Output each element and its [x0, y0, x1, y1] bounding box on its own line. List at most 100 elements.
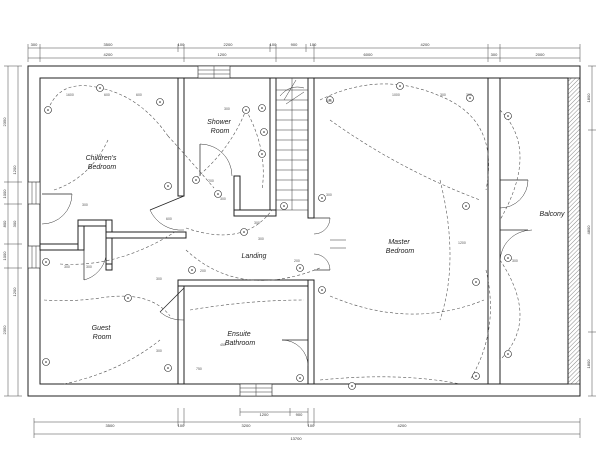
left-dim-6: 1200 — [12, 165, 17, 175]
light-fixture — [472, 278, 480, 286]
light-fixture — [242, 106, 250, 114]
light-fixture — [280, 202, 288, 210]
fixture-note: 600 — [104, 93, 110, 97]
fixture-note: 1000 — [392, 93, 400, 97]
light-fixture — [188, 266, 196, 274]
electrical-fixtures — [42, 82, 512, 390]
room-label-line: Shower — [207, 119, 231, 126]
light-fixture — [348, 382, 356, 390]
fixture-note: 300 — [326, 193, 332, 197]
light-fixture — [164, 182, 172, 190]
top-dim-8: 6000 — [364, 52, 374, 57]
room-label-line: Room — [211, 128, 230, 135]
light-fixture — [296, 264, 304, 272]
left-dim-3: 800 — [2, 220, 7, 227]
fixture-note: 200 — [294, 259, 300, 263]
left-dimensions: 2350 1000 800 1000 2350 1200 1200 300 — [2, 65, 22, 397]
right-dimensions: 1800 4800 1800 — [586, 65, 596, 397]
bottom-dim-5: 3200 — [242, 423, 252, 428]
light-fixture — [124, 294, 132, 302]
light-fixture — [504, 254, 512, 262]
light-fixture — [326, 96, 334, 104]
room-label-balcony: Balcony — [540, 211, 565, 218]
left-dim-4: 1000 — [2, 251, 7, 261]
top-dim-1: 300 — [31, 42, 38, 47]
left-dim-2: 1000 — [2, 189, 7, 199]
doors — [41, 143, 533, 367]
door-balcony-bottom — [499, 229, 533, 263]
bottom-dim-1: 1200 — [260, 412, 270, 417]
fixture-note: 300 — [220, 197, 226, 201]
room-label-line: Master — [388, 239, 410, 246]
light-fixture — [240, 228, 248, 236]
fixture-note: 1600 — [66, 93, 74, 97]
top-dim-13: 4200 — [421, 42, 431, 47]
fixture-note: 750 — [196, 367, 202, 371]
light-fixture — [504, 112, 512, 120]
right-dim-3: 1800 — [586, 359, 591, 369]
right-dim-1: 1800 — [586, 93, 591, 103]
left-dim-8: 300 — [12, 220, 17, 227]
door-childrens-cupboard — [41, 193, 73, 225]
room-label-guest-room: Guest Room — [92, 325, 113, 341]
room-label-line: Room — [93, 334, 112, 341]
door-ensuite — [281, 339, 309, 367]
room-label-ensuite-bathroom: Ensuite Bathroom — [225, 331, 256, 347]
room-label-line: Guest — [92, 325, 112, 332]
light-fixture — [318, 194, 326, 202]
light-fixture — [318, 286, 326, 294]
top-dim-7: 100 — [310, 42, 317, 47]
top-dim-3: 100 — [178, 42, 185, 47]
light-fixture — [96, 84, 104, 92]
fixture-note: 1200 — [458, 241, 466, 245]
light-fixture — [462, 202, 470, 210]
windows — [27, 65, 273, 397]
fixture-note: 300 — [440, 93, 446, 97]
door-guest-cupboard — [83, 250, 107, 281]
fixture-note: 200 — [208, 179, 214, 183]
fixture-note: 300 — [258, 237, 264, 241]
bottom-dim-2: 900 — [296, 412, 303, 417]
room-label-line: Landing — [242, 253, 267, 260]
top-dim-5: 100 — [270, 42, 277, 47]
door-guest-room — [159, 287, 185, 321]
room-label-line: Bedroom — [386, 248, 415, 255]
light-fixture — [472, 372, 480, 380]
bottom-dim-3: 3500 — [106, 423, 116, 428]
bottom-dim-6: 100 — [308, 423, 315, 428]
door-balcony-top — [499, 179, 529, 209]
light-fixture — [214, 190, 222, 198]
right-dim-2: 4800 — [586, 225, 591, 235]
room-label-master-bedroom: Master Bedroom — [386, 239, 415, 255]
bottom-dimensions: 1200 900 3500 100 3200 100 4200 13700 — [33, 408, 581, 441]
light-fixture — [156, 98, 164, 106]
door-shower-room — [199, 143, 233, 177]
fixture-note: 300 — [86, 265, 92, 269]
door-master-bedroom — [313, 217, 346, 271]
fixture-note: 300 — [466, 93, 472, 97]
outer-walls — [27, 65, 581, 397]
left-dim-5: 2350 — [2, 325, 7, 335]
bottom-dim-total: 13700 — [290, 436, 302, 441]
room-label-line: Balcony — [540, 211, 565, 218]
top-dim-12: 1200 — [218, 52, 228, 57]
light-fixture — [296, 374, 304, 382]
light-fixture — [192, 176, 200, 184]
top-dim-4: 2200 — [224, 42, 234, 47]
light-fixture — [396, 82, 404, 90]
bottom-dim-7: 4200 — [398, 423, 408, 428]
room-labels: Children's Bedroom Shower Room Master Be… — [86, 119, 565, 347]
light-fixture — [260, 128, 268, 136]
room-label-landing: Landing — [242, 253, 267, 260]
fixture-note: 300 — [254, 221, 260, 225]
room-label-shower-room: Shower Room — [207, 119, 233, 135]
top-dim-9: 300 — [491, 52, 498, 57]
top-dim-2: 3500 — [104, 42, 114, 47]
bottom-dim-4: 100 — [178, 423, 185, 428]
fixture-note: 450 — [220, 343, 226, 347]
window-top-shower — [197, 65, 231, 79]
fixture-note: 300 — [156, 349, 162, 353]
staircase — [275, 77, 309, 211]
fixture-note: 600 — [166, 217, 172, 221]
